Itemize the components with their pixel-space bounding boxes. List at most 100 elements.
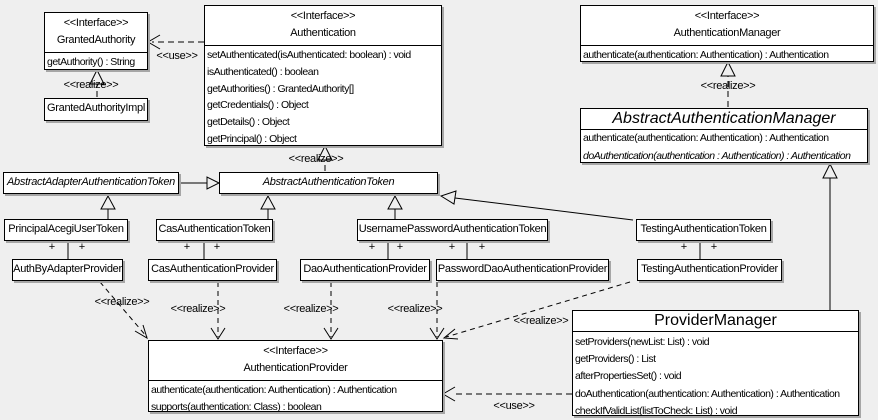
open-arrowhead <box>210 327 226 340</box>
class-box-cas-authentication-provider[interactable]: CasAuthenticationProvider <box>148 259 277 281</box>
class-header: <<Interface>> Authentication <box>205 6 441 46</box>
realize-label: <<realize>> <box>288 153 344 165</box>
class-box-principal-acegi-user-token[interactable]: PrincipalAcegiUserToken <box>4 219 128 241</box>
open-arrowhead <box>442 386 456 402</box>
class-box-authentication[interactable]: <<Interface>> Authentication setAuthenti… <box>204 5 442 146</box>
association-end-plus: + <box>396 241 404 253</box>
open-arrowhead <box>147 34 161 50</box>
open-arrowhead <box>323 327 339 340</box>
use-label: <<use>> <box>493 400 535 412</box>
class-box-password-dao-authentication-provider[interactable]: PasswordDaoAuthenticationProvider <box>436 259 609 281</box>
class-method: checkIfValidList(listToCheck: List) : vo… <box>575 404 738 417</box>
class-stereotype: <<Interface>> <box>263 345 328 357</box>
class-name: AuthenticationManager <box>673 27 781 39</box>
association-end-plus: + <box>183 241 191 253</box>
class-box-granted-authority-impl[interactable]: GrantedAuthorityImpl <box>44 98 148 121</box>
association-end-plus: + <box>48 241 56 253</box>
open-arrowhead <box>442 328 459 340</box>
class-box-abstract-authentication-token[interactable]: AbstractAuthenticationToken <box>219 172 438 194</box>
class-method: afterPropertiesSet() : void <box>575 370 682 383</box>
realize-label: <<realize>> <box>283 303 339 315</box>
class-method: doAuthentication(authentication: Authent… <box>575 387 840 400</box>
class-name: TestingAuthenticationToken <box>640 223 767 235</box>
class-name: PasswordDaoAuthenticationProvider <box>437 263 608 275</box>
class-method: authenticate(authentication: Authenticat… <box>583 49 829 61</box>
class-box-cas-authentication-token[interactable]: CasAuthenticationToken <box>156 219 273 241</box>
class-name: TestingAuthenticationProvider <box>641 263 778 275</box>
realize-label: <<realize>> <box>170 303 226 315</box>
class-method: setAuthenticated(isAuthenticated: boolea… <box>207 49 411 61</box>
realize-label: <<realize>> <box>700 80 756 92</box>
association-end-plus: + <box>478 241 486 253</box>
class-name: PrincipalAcegiUserToken <box>8 223 124 235</box>
class-box-dao-authentication-provider[interactable]: DaoAuthenticationProvider <box>300 259 430 281</box>
class-method: getPrincipal() : Object <box>207 132 297 145</box>
class-method: getAuthorities() : GrantedAuthority[] <box>207 82 354 95</box>
class-method: doAuthentication(authentication : Authen… <box>583 149 851 162</box>
hollow-triangle-arrowhead <box>206 176 221 190</box>
realize-label: <<realize>> <box>387 303 443 315</box>
class-stereotype: <<Interface>> <box>290 10 356 22</box>
association-end-plus: + <box>710 241 718 253</box>
generalization-connector-testing <box>454 197 634 221</box>
class-name: AbstractAuthenticationToken <box>262 176 395 188</box>
hollow-triangle-arrowhead <box>100 194 116 210</box>
class-box-testing-authentication-provider[interactable]: TestingAuthenticationProvider <box>637 259 782 281</box>
hollow-triangle-arrowhead <box>317 144 333 161</box>
class-name: ProviderManager <box>573 311 858 332</box>
class-header: <<Interface>> AuthenticationManager <box>581 6 873 46</box>
class-name: DaoAuthenticationProvider <box>303 263 427 275</box>
class-method: setProviders(newList: List) : void <box>575 336 710 348</box>
class-method: supports(authentication: Class) : boolea… <box>151 400 322 413</box>
hollow-triangle-arrowhead <box>387 194 403 210</box>
class-box-testing-authentication-token[interactable]: TestingAuthenticationToken <box>636 219 771 241</box>
realize-label: <<realize>> <box>513 315 569 327</box>
class-box-authentication-manager[interactable]: <<Interface>> AuthenticationManager auth… <box>580 5 874 62</box>
class-name: AbstractAuthenticationManager <box>581 109 867 130</box>
association-end-plus: + <box>680 241 688 253</box>
class-name: CasAuthenticationToken <box>158 223 271 235</box>
association-end-plus: + <box>448 241 456 253</box>
open-arrowhead <box>134 324 148 340</box>
association-end-plus: + <box>368 241 376 253</box>
hollow-triangle-arrowhead <box>822 162 838 179</box>
class-name: UsernamePasswordAuthenticationToken <box>358 223 547 235</box>
class-box-granted-authority[interactable]: <<Interface>> GrantedAuthority getAuthor… <box>44 12 148 70</box>
class-method: getDetails() : Object <box>207 116 290 129</box>
class-header: <<Interface>> AuthenticationProvider <box>149 341 442 381</box>
class-box-abstract-authentication-manager[interactable]: AbstractAuthenticationManager authentica… <box>580 108 868 163</box>
class-name: AbstractAdapterAuthenticationToken <box>7 176 175 188</box>
hollow-triangle-arrowhead <box>260 194 276 210</box>
class-name: CasAuthenticationProvider <box>151 263 274 275</box>
class-method: getProviders() : List <box>575 353 656 366</box>
class-name: AuthByAdapterProvider <box>13 263 122 275</box>
class-method: getCredentials() : Object <box>207 99 309 112</box>
association-end-plus: + <box>213 241 221 253</box>
class-name: AuthenticationProvider <box>243 362 348 374</box>
class-method: getAuthority() : String <box>47 56 135 68</box>
class-box-abstract-adapter-authentication-token[interactable]: AbstractAdapterAuthenticationToken <box>3 172 179 194</box>
class-box-provider-manager[interactable]: ProviderManager setProviders(newList: Li… <box>572 310 859 417</box>
class-name: Authentication <box>290 27 356 39</box>
hollow-triangle-arrowhead <box>89 68 105 85</box>
association-end-plus: + <box>78 241 86 253</box>
class-name: GrantedAuthority <box>56 34 136 46</box>
class-method: authenticate(authentication: Authenticat… <box>151 384 397 396</box>
class-box-auth-by-adapter-provider[interactable]: AuthByAdapterProvider <box>12 259 123 281</box>
hollow-triangle-arrowhead <box>720 60 736 77</box>
hollow-triangle-arrowhead <box>439 190 457 205</box>
class-box-username-password-authentication-token[interactable]: UsernamePasswordAuthenticationToken <box>357 219 548 241</box>
class-method: authenticate(authentication: Authenticat… <box>583 132 829 144</box>
realize-label: <<realize>> <box>63 79 119 91</box>
class-box-authentication-provider[interactable]: <<Interface>> AuthenticationProvider aut… <box>148 340 443 413</box>
class-name: GrantedAuthorityImpl <box>47 102 145 114</box>
open-arrowhead <box>429 327 445 340</box>
class-stereotype: <<Interface>> <box>694 10 760 22</box>
realize-label: <<realize>> <box>94 296 150 308</box>
use-label: <<use>> <box>156 50 198 62</box>
class-method: isAuthenticated() : boolean <box>207 65 319 78</box>
class-stereotype: <<Interface>> <box>63 17 129 29</box>
realize-connector-authbyadapterprovider <box>99 281 148 338</box>
